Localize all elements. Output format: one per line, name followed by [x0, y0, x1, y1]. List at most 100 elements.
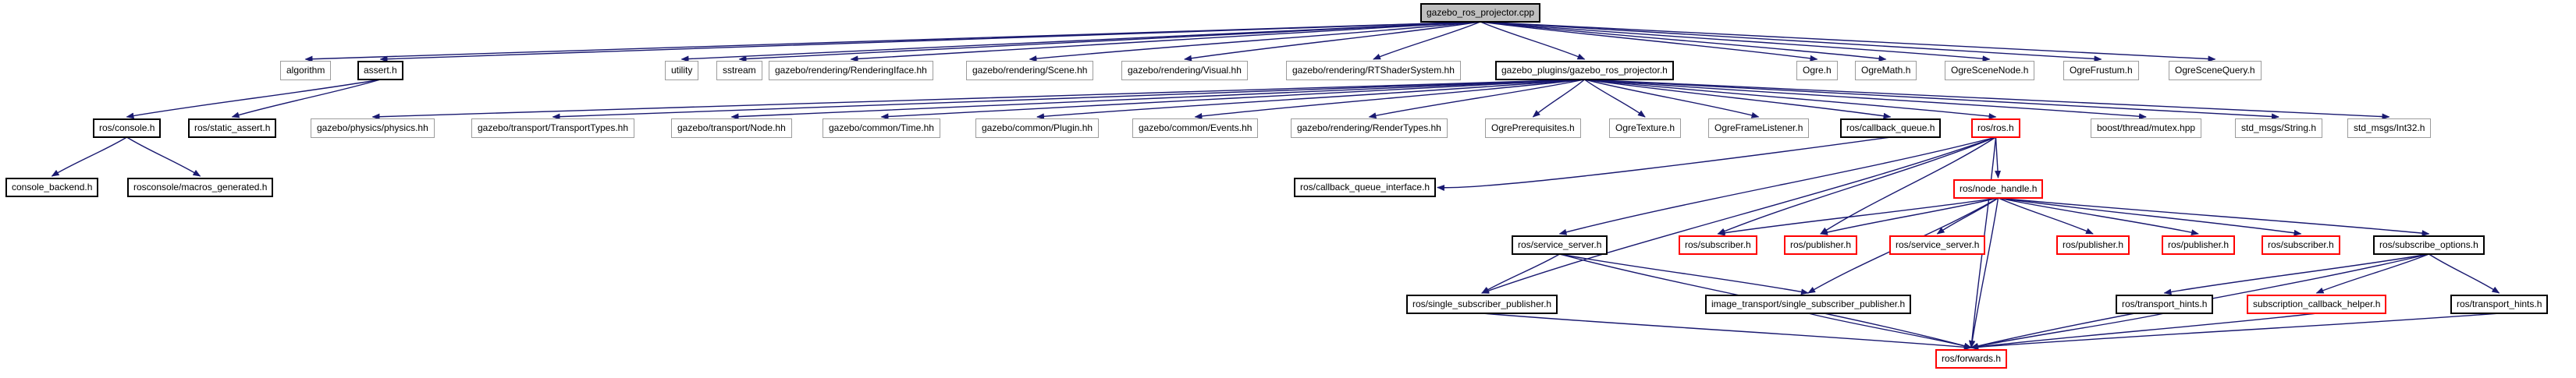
graph-node-forwards[interactable]: ros/forwards.h	[1935, 349, 2008, 369]
include-edge-ros-to-ssp	[1481, 136, 1996, 294]
include-edge-callback_queue-to-cq_interface	[1437, 136, 1891, 191]
graph-node-console[interactable]: ros/console.h	[93, 118, 162, 138]
include-edge-sub_cb_helper-to-forwards	[1970, 313, 2317, 350]
include-edge-ros-to-service_server_b	[1558, 136, 1996, 235]
include-edge-subscribe_options-to-transport_hints2	[2429, 253, 2500, 294]
include-edge-root-to-visual	[1184, 21, 1481, 62]
graph-node-ogre[interactable]: Ogre.h	[1796, 61, 1838, 80]
include-edge-assert-to-static_assert	[231, 79, 381, 118]
graph-node-console_backend[interactable]: console_backend.h	[5, 178, 99, 197]
include-edge-root-to-ogrescenenode	[1480, 21, 1991, 62]
graph-node-ogremath[interactable]: OgreMath.h	[1855, 61, 1917, 80]
graph-node-utility[interactable]: utility	[665, 61, 699, 80]
graph-node-publisher_r3[interactable]: ros/publisher.h	[2162, 235, 2236, 255]
include-edge-root-to-ogrescenequery	[1480, 21, 2216, 62]
graph-node-static_assert[interactable]: ros/static_assert.h	[188, 118, 277, 138]
include-edge-root-to-assert	[379, 21, 1481, 62]
graph-node-rtshader[interactable]: gazebo/rendering/RTShaderSystem.hh	[1286, 61, 1461, 80]
include-edge-transport_hints1-to-forwards	[1970, 313, 2165, 350]
include-edge-root-to-ogremath	[1480, 21, 1887, 62]
include-edge-console-to-macros_generated	[126, 136, 201, 177]
include-edge-projector_h-to-plugin	[1036, 79, 1585, 120]
graph-node-service_server_b[interactable]: ros/service_server.h	[1512, 235, 1608, 255]
include-edge-root-to-scene	[1029, 21, 1481, 62]
graph-node-renderingiface[interactable]: gazebo/rendering/RenderingIface.hh	[769, 61, 933, 80]
graph-node-node_hh[interactable]: gazebo/transport/Node.hh	[671, 118, 792, 138]
graph-node-transport_hints1[interactable]: ros/transport_hints.h	[2116, 295, 2214, 314]
graph-node-projector_h[interactable]: gazebo_plugins/gazebo_ros_projector.h	[1495, 61, 1674, 80]
graph-node-publisher_r2[interactable]: ros/publisher.h	[2056, 235, 2130, 255]
graph-node-ogretexture[interactable]: OgreTexture.h	[1609, 118, 1682, 138]
graph-node-ogrescenenode[interactable]: OgreSceneNode.h	[1945, 61, 2035, 80]
include-edge-projector_h-to-ros	[1584, 79, 1997, 120]
graph-node-subscriber_r1[interactable]: ros/subscriber.h	[1679, 235, 1757, 255]
graph-node-macros_generated[interactable]: rosconsole/macros_generated.h	[127, 178, 274, 197]
include-edge-root-to-rtshader	[1373, 21, 1481, 60]
graph-node-it_ssp[interactable]: image_transport/single_subscriber_publis…	[1705, 295, 1912, 314]
include-edge-projector_h-to-callback_queue	[1584, 79, 1892, 119]
include-edge-root-to-ogre	[1480, 21, 1818, 62]
include-edge-root-to-sstream	[738, 21, 1481, 62]
include-edge-projector_h-to-ogreframelistener	[1584, 79, 1760, 118]
graph-node-ogreframelistener[interactable]: OgreFrameListener.h	[1708, 118, 1810, 138]
graph-node-events[interactable]: gazebo/common/Events.hh	[1132, 118, 1259, 138]
include-edge-node_handle-to-subscriber_r1	[1717, 197, 1999, 236]
include-edge-subscribe_options-to-sub_cb_helper	[2315, 253, 2429, 294]
graph-node-publisher_r1[interactable]: ros/publisher.h	[1784, 235, 1858, 255]
include-edge-ssp-to-forwards	[1481, 313, 1972, 351]
include-edge-transport_hints2-to-forwards	[1970, 313, 2500, 351]
graph-node-ogrescenequery[interactable]: OgreSceneQuery.h	[2169, 61, 2262, 80]
graph-node-time[interactable]: gazebo/common/Time.hh	[823, 118, 940, 138]
graph-node-cq_interface[interactable]: ros/callback_queue_interface.h	[1294, 178, 1437, 197]
include-edge-projector_h-to-time	[880, 79, 1585, 120]
include-edge-node_handle-to-publisher_r2	[1998, 197, 2094, 235]
include-edge-service_server_b-to-ssp	[1481, 253, 1560, 294]
graph-node-scene[interactable]: gazebo/rendering/Scene.hh	[966, 61, 1094, 80]
include-edge-node_handle-to-subscribe_options	[1998, 197, 2430, 237]
include-edge-root-to-renderingiface	[850, 21, 1481, 62]
include-edge-it_ssp-to-forwards	[1807, 313, 1972, 349]
graph-node-assert[interactable]: assert.h	[357, 61, 403, 80]
graph-node-mutex[interactable]: boost/thread/mutex.hpp	[2091, 118, 2202, 138]
graph-node-transporttypes[interactable]: gazebo/transport/TransportTypes.hh	[471, 118, 634, 138]
include-edge-ros-to-subscriber_r1	[1717, 136, 1996, 235]
include-edge-ros-to-publisher_r1	[1820, 136, 1996, 235]
include-edge-service_server_b-to-it_ssp	[1559, 253, 1809, 295]
graph-node-visual[interactable]: gazebo/rendering/Visual.hh	[1121, 61, 1248, 80]
include-edge-ros-to-node_handle	[1995, 136, 2002, 178]
graph-node-root: gazebo_ros_projector.cpp	[1420, 3, 1541, 23]
graph-node-sstream[interactable]: sstream	[716, 61, 762, 80]
include-edge-node_handle-to-forwards	[1969, 197, 1999, 348]
graph-node-subscriber_r2[interactable]: ros/subscriber.h	[2262, 235, 2340, 255]
graph-node-algorithm[interactable]: algorithm	[280, 61, 332, 80]
include-edge-projector_h-to-ogreprereq	[1532, 79, 1585, 118]
include-edge-projector_h-to-rendertypes	[1368, 79, 1585, 119]
graph-node-string[interactable]: std_msgs/String.h	[2235, 118, 2323, 138]
graph-node-plugin[interactable]: gazebo/common/Plugin.hh	[975, 118, 1100, 138]
graph-node-transport_hints2[interactable]: ros/transport_hints.h	[2450, 295, 2549, 314]
include-edge-root-to-projector_h	[1480, 21, 1586, 60]
include-edge-projector_h-to-transporttypes	[552, 79, 1585, 120]
graph-node-callback_queue[interactable]: ros/callback_queue.h	[1840, 118, 1942, 138]
graph-node-node_handle[interactable]: ros/node_handle.h	[1953, 179, 2044, 199]
graph-node-physics[interactable]: gazebo/physics/physics.hh	[311, 118, 435, 138]
include-edge-projector_h-to-node_hh	[730, 79, 1585, 120]
include-edge-projector_h-to-events	[1194, 79, 1585, 119]
include-edge-projector_h-to-mutex	[1584, 79, 2147, 120]
graph-node-subscribe_options[interactable]: ros/subscribe_options.h	[2373, 235, 2485, 255]
graph-node-rendertypes[interactable]: gazebo/rendering/RenderTypes.hh	[1291, 118, 1448, 138]
graph-node-ogrefrustum[interactable]: OgreFrustum.h	[2063, 61, 2139, 80]
include-edge-subscribe_options-to-transport_hints1	[2163, 253, 2429, 295]
include-edge-node_handle-to-publisher_r3	[1998, 197, 2199, 236]
graph-node-ssp[interactable]: ros/single_subscriber_publisher.h	[1406, 295, 1558, 314]
graph-node-sub_cb_helper[interactable]: subscription_callback_helper.h	[2247, 295, 2387, 314]
include-edge-node_handle-to-subscriber_r2	[1998, 197, 2302, 236]
graph-node-service_server_r[interactable]: ros/service_server.h	[1889, 235, 1986, 255]
graph-node-ros[interactable]: ros/ros.h	[1971, 118, 2020, 138]
graph-node-int32[interactable]: std_msgs/Int32.h	[2347, 118, 2432, 138]
include-edge-projector_h-to-int32	[1584, 79, 2390, 120]
include-edge-projector_h-to-string	[1584, 79, 2279, 120]
graph-node-ogreprereq[interactable]: OgrePrerequisites.h	[1485, 118, 1581, 138]
